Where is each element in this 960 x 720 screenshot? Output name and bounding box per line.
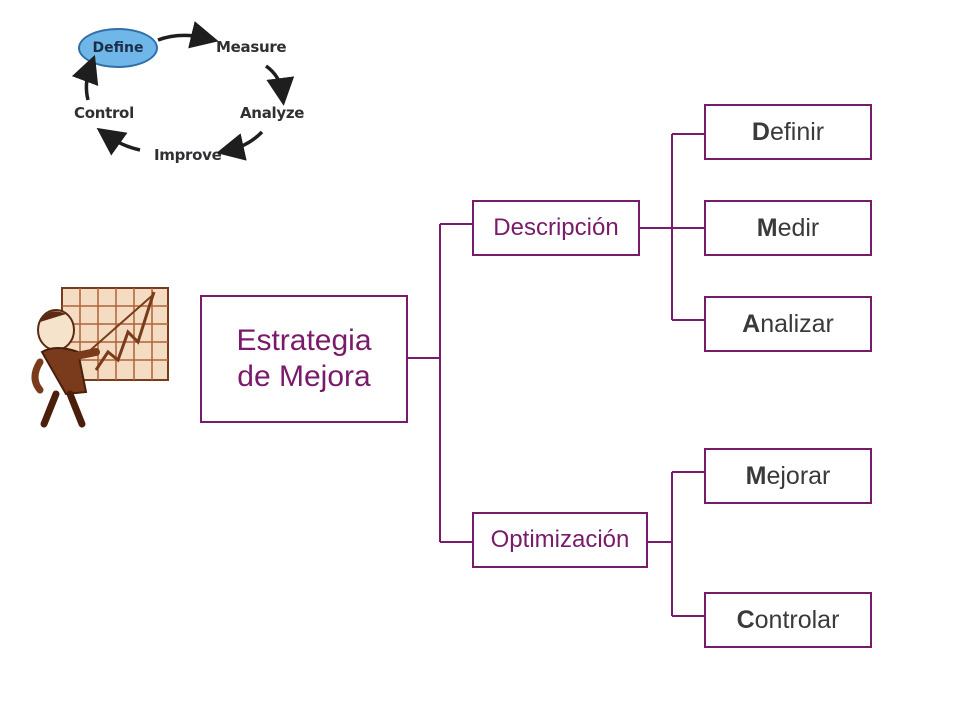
cycle-improve-label: Improve (154, 146, 222, 164)
branch-node-descripcion: Descripción (472, 200, 640, 256)
root-node-estrategia: Estrategia de Mejora (200, 295, 408, 423)
cycle-define-label: Define (92, 40, 144, 56)
leaf-initial: C (736, 605, 755, 634)
cycle-measure-label: Measure (216, 38, 287, 56)
leaf-initial: A (742, 309, 761, 338)
leaf-rest: efinir (769, 117, 825, 146)
cycle-arrows (71, 21, 295, 161)
cycle-arrow-icon (157, 21, 219, 49)
businessman-chart-illustration (31, 287, 169, 428)
leaf-rest: edir (777, 213, 820, 242)
leaf-rest: ejorar (766, 461, 831, 490)
branch-optimizacion-label: Optimización (490, 526, 630, 553)
leaf-rest: nalizar (760, 309, 834, 338)
cycle-arrow-icon (216, 130, 264, 161)
cycle-analyze-label: Analyze (240, 104, 305, 122)
leaf-initial: D (751, 117, 770, 146)
root-line-2: de Mejora (237, 360, 371, 393)
cycle-control-label: Control (74, 104, 134, 122)
cycle-arrow-icon (264, 64, 295, 106)
branch-descripcion-label: Descripción (493, 214, 619, 241)
root-line-1: Estrategia (236, 324, 372, 357)
leaf-initial: M (745, 461, 767, 490)
cycle-arrow-icon (96, 127, 141, 156)
leaf-rest: ontrolar (754, 605, 840, 634)
cycle-arrow-icon (71, 54, 99, 101)
leaf-initial: M (756, 213, 778, 242)
branch-node-optimizacion: Optimización (472, 512, 648, 568)
